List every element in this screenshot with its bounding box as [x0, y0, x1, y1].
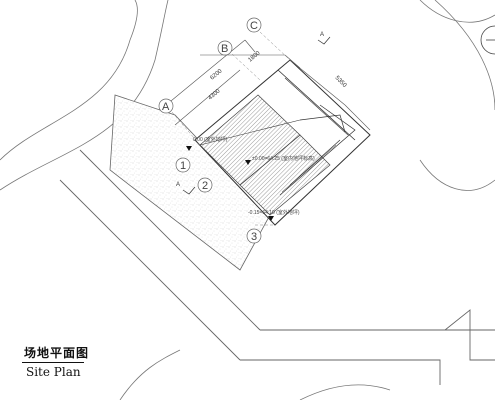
grid-label-a: A: [162, 101, 170, 113]
left-curve-outer: [0, 0, 138, 161]
section-mark-top-label: A: [320, 32, 324, 38]
grid-bubble-a: [158, 98, 174, 114]
road-upper-edge: [79, 149, 261, 331]
level-markers: [186, 146, 274, 221]
wall-line-2: [284, 77, 349, 136]
drawing-title-en: Site Plan: [26, 365, 81, 379]
grid-bubble-b: [217, 40, 233, 56]
north-arrow-fragment: [480, 25, 495, 55]
title-underline: [22, 362, 84, 363]
diagonal-road: [59, 149, 495, 385]
dim-5350-label: 5350: [334, 75, 348, 89]
level-label-bottom: -0.15=64.10 (室外地坪): [248, 209, 300, 216]
dim-ext-2: [284, 54, 301, 69]
grid-bubble-3: [246, 228, 262, 244]
road-lower-edge: [59, 179, 241, 361]
dim-6200-label: 6200: [209, 68, 224, 82]
road-right-step: [444, 309, 495, 361]
dim-line-6200: [159, 39, 246, 111]
dimension-lines: [159, 39, 371, 131]
level-label-middle: ±0.00=64.25 (室内地坪标高): [252, 155, 315, 162]
grid-bubble-1: [175, 157, 191, 173]
level-label-top: 0.00 (室外地坪): [193, 136, 228, 143]
level-triangle-bottom: [268, 216, 274, 221]
grid-bubble-2: [197, 177, 213, 193]
level-triangle-middle: [245, 160, 251, 165]
dim-1800-label: 1800: [247, 50, 262, 64]
dim-ext-1: [244, 39, 256, 53]
wall-line-4: [279, 104, 356, 196]
road-bend-lower: [240, 359, 441, 385]
right-curve-arc: [434, 0, 495, 111]
section-mark-left-label: A: [176, 182, 180, 188]
dim-4300-label: 4300: [207, 88, 222, 102]
right-curve-top: [419, 0, 495, 23]
grid-bubble-c: [246, 17, 262, 33]
grid-label-1: 1: [180, 160, 186, 172]
grid-label-b: B: [221, 43, 228, 55]
bottom-left-curve: [119, 349, 181, 400]
grid-bubbles: [158, 17, 262, 244]
axis-line-a: [171, 111, 201, 146]
axis-line-c: [259, 31, 291, 61]
grid-label-2: 2: [202, 180, 208, 192]
building-footprint: [194, 59, 371, 226]
dim-ext-3: [344, 104, 371, 131]
grid-axis-lines: [171, 31, 291, 226]
dim-line-4300: [174, 69, 241, 126]
ridge-line: [199, 119, 301, 146]
grid-label-c: C: [250, 20, 258, 32]
drawing-title-cn: 场地平面图: [24, 346, 90, 360]
axis-line-b: [231, 53, 261, 81]
bottom-curve: [299, 384, 391, 400]
right-edge-arc: [419, 159, 495, 191]
level-triangle-top: [186, 146, 192, 151]
section-mark-top: [317, 36, 331, 45]
left-curve-inner: [0, 0, 169, 191]
roof-lower-panel: [239, 134, 331, 216]
grid-label-3: 3: [251, 231, 257, 243]
wall-line-1: [277, 69, 356, 141]
wall-line-3: [299, 114, 346, 133]
section-mark-left: [182, 186, 196, 195]
inner-wall-6: [281, 144, 337, 193]
